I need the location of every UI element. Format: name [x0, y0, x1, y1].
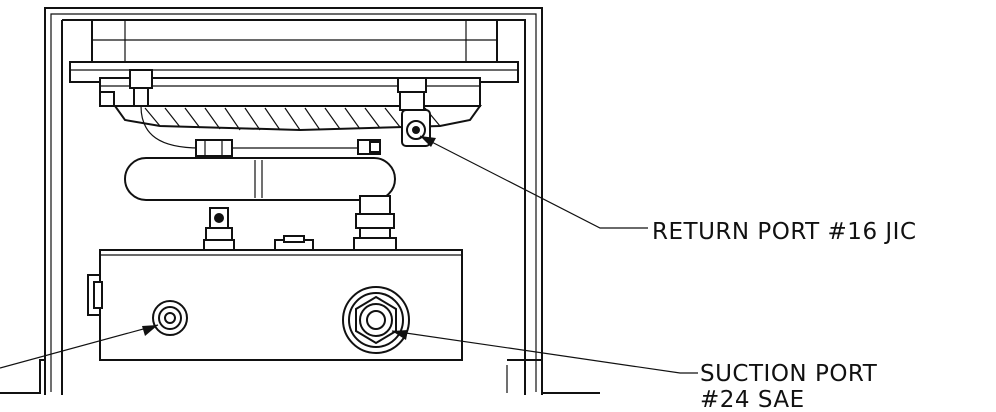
drain-port	[152, 300, 188, 336]
return-port-label: RETURN PORT #16 JIC	[652, 219, 917, 245]
cap-fitting	[274, 235, 314, 251]
suction-port-label-line1: SUCTION PORT	[700, 361, 878, 387]
suction-port-leader	[391, 330, 698, 374]
pipe-elbow-fitting	[353, 195, 397, 251]
cooler-assembly	[69, 19, 519, 132]
suction-port-fitting	[342, 286, 410, 354]
breather-fitting	[203, 207, 235, 251]
return-port-leader	[419, 135, 648, 229]
cooler-tube	[124, 157, 396, 201]
wiring-harness	[140, 105, 381, 157]
suction-port-label-line2: #24 SAE	[700, 387, 805, 412]
drain-port-leader	[0, 324, 159, 369]
